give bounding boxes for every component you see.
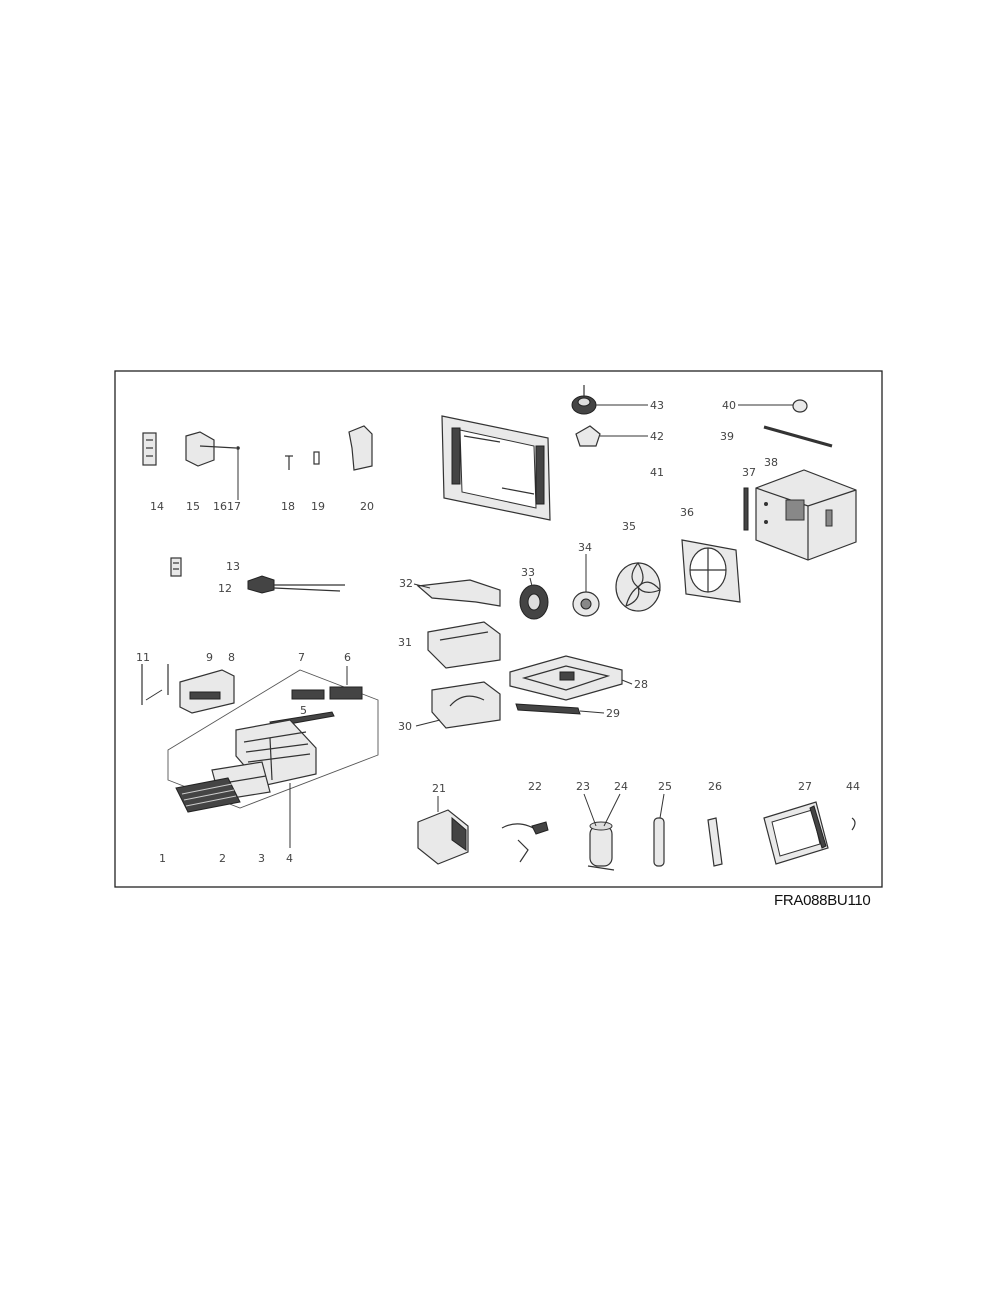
label-7: 7 xyxy=(298,651,305,664)
part-32-duct xyxy=(416,579,501,607)
leader-23 xyxy=(583,793,597,827)
part-5-7-louvers xyxy=(269,666,363,728)
part-14-bracket xyxy=(142,432,157,466)
label-13: 13 xyxy=(226,560,240,573)
part-34-fan-motor xyxy=(572,591,600,617)
leader-30 xyxy=(415,719,441,727)
label-8: 8 xyxy=(228,651,235,664)
label-29: 29 xyxy=(606,707,620,720)
label-6: 6 xyxy=(344,651,351,664)
label-9: 9 xyxy=(206,651,213,664)
part-22-capillary xyxy=(501,821,549,863)
part-28-base-pan xyxy=(509,655,623,701)
part-37-side-seal xyxy=(743,487,749,531)
grille-group-outline xyxy=(167,669,379,809)
label-26: 26 xyxy=(708,780,722,793)
label-25: 25 xyxy=(658,780,672,793)
leader-32 xyxy=(413,583,431,589)
part-43-compressor-mount xyxy=(571,385,597,415)
diagram-frame xyxy=(114,370,883,888)
label-40: 40 xyxy=(722,399,736,412)
part-8-9-control-box xyxy=(179,669,235,714)
part-21-evaporator xyxy=(417,809,469,865)
part-38-cabinet xyxy=(755,469,857,561)
part-33-blower-wheel xyxy=(519,584,549,620)
part-31-base-tray xyxy=(427,621,501,669)
leader-24 xyxy=(603,793,621,827)
label-39: 39 xyxy=(720,430,734,443)
label-28: 28 xyxy=(634,678,648,691)
leader-33 xyxy=(529,577,533,587)
part-26-thermostat xyxy=(707,817,723,867)
leader-29 xyxy=(579,710,605,714)
part-30-blower-housing xyxy=(431,681,501,729)
label-37: 37 xyxy=(742,466,756,479)
part-20-cover xyxy=(348,425,373,471)
label-3: 3 xyxy=(258,852,265,865)
leader-28 xyxy=(621,679,633,685)
label-33: 33 xyxy=(521,566,535,579)
label-16-17: 1617 xyxy=(213,500,241,513)
label-24: 24 xyxy=(614,780,628,793)
part-44-clip xyxy=(851,817,856,831)
label-21: 21 xyxy=(432,782,446,795)
label-23: 23 xyxy=(576,780,590,793)
part-23-24-compressor xyxy=(587,821,615,871)
leader-25 xyxy=(659,793,665,819)
label-35: 35 xyxy=(622,520,636,533)
label-20: 20 xyxy=(360,500,374,513)
label-34: 34 xyxy=(578,541,592,554)
part-19-clip xyxy=(313,451,320,465)
part-11-rod xyxy=(141,664,169,705)
label-14: 14 xyxy=(150,500,164,513)
label-18: 18 xyxy=(281,500,295,513)
part-25-capacitor xyxy=(653,817,665,867)
label-5: 5 xyxy=(300,704,307,717)
part-35-fan-blade xyxy=(615,561,662,612)
part-1-grille xyxy=(175,777,241,813)
part-18-screw xyxy=(285,455,293,470)
label-36: 36 xyxy=(680,506,694,519)
part-15-control-board xyxy=(185,431,240,500)
label-30: 30 xyxy=(398,720,412,733)
label-12: 12 xyxy=(218,582,232,595)
label-31: 31 xyxy=(398,636,412,649)
part-29-rail xyxy=(515,703,581,715)
label-2: 2 xyxy=(219,852,226,865)
label-1: 1 xyxy=(159,852,166,865)
label-32: 32 xyxy=(399,577,413,590)
label-22: 22 xyxy=(528,780,542,793)
part-40-nut xyxy=(792,399,808,413)
part-39-rod xyxy=(763,425,833,448)
part-12-13-power-cord xyxy=(170,557,345,594)
label-4: 4 xyxy=(286,852,293,865)
model-code: FRA088BU110 xyxy=(774,892,871,909)
part-front-frame xyxy=(441,415,551,521)
label-43a: 43 xyxy=(650,399,664,412)
label-27: 27 xyxy=(798,780,812,793)
part-27-condenser xyxy=(763,801,829,865)
label-11: 11 xyxy=(136,651,150,664)
label-42: 42 xyxy=(650,430,664,443)
label-19: 19 xyxy=(311,500,325,513)
label-15: 15 xyxy=(186,500,200,513)
part-36-shroud xyxy=(681,539,741,603)
label-44: 44 xyxy=(846,780,860,793)
label-38: 38 xyxy=(764,456,778,469)
part-42-valve xyxy=(575,425,601,447)
label-41: 41 xyxy=(650,466,664,479)
